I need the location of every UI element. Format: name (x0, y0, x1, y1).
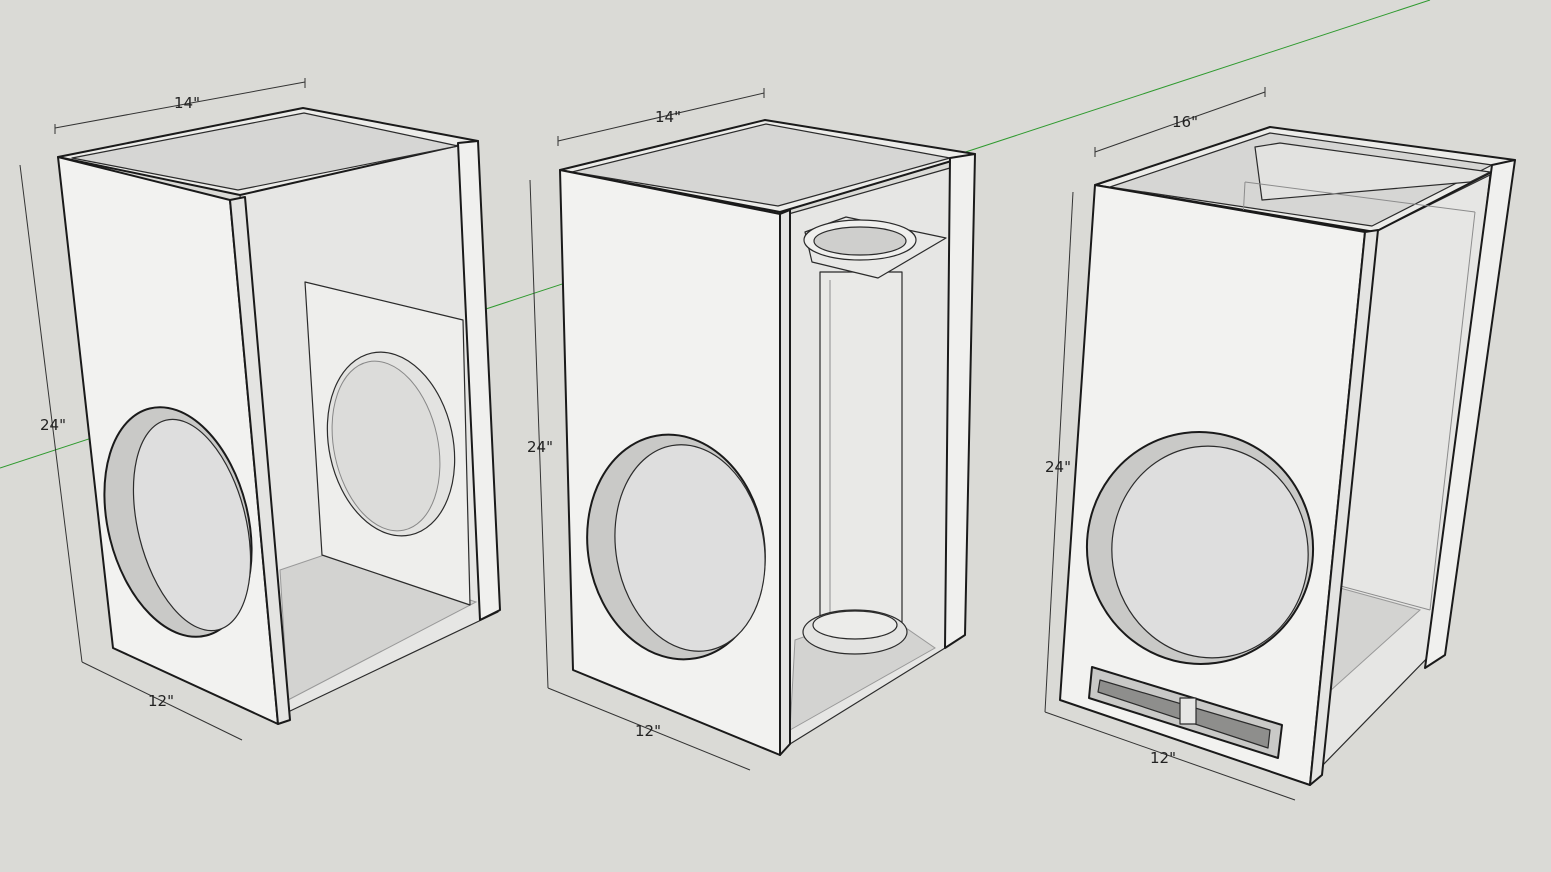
enclosure-1-depth-label: 12" (148, 692, 174, 710)
enclosure-3-depth-label: 12" (1150, 749, 1176, 767)
enclosure-2-height-label: 24" (527, 438, 553, 456)
enclosure-2-height-dim (529, 179, 549, 689)
enclosure-2-port-tube (819, 271, 903, 633)
enclosure-3-width-label: 16" (1172, 113, 1198, 131)
enclosure-2-depth-dim (547, 687, 751, 771)
enclosure-3-top-brace (1254, 142, 1491, 201)
enclosure-3-brace-line-b (1429, 211, 1476, 611)
enclosure-1-depth-dim (81, 661, 243, 741)
enclosure-3-depth-dim (1044, 711, 1296, 801)
enclosure-2-front-edge (779, 209, 791, 756)
enclosure-2-width-label: 14" (655, 108, 681, 126)
enclosure-3-front-edge (1309, 229, 1379, 786)
enclosure-3-slot-port-divider (1179, 697, 1197, 725)
enclosure-2-port-mouth-inner (813, 226, 907, 256)
enclosure-1[interactable]: 14" 24" 12" (19, 78, 501, 741)
enclosure-2-right-panel (944, 153, 976, 649)
enclosure-3-woofer-hole-inner (1111, 445, 1309, 659)
enclosure-1-height-label: 24" (40, 416, 66, 434)
enclosure-1-height-dim (19, 164, 83, 663)
enclosure-2-depth-label: 12" (635, 722, 661, 740)
enclosure-3-right-panel (1424, 159, 1516, 669)
enclosure-2-port-base-inner (812, 610, 898, 640)
enclosure-1-front-edge (229, 196, 291, 725)
enclosure-3-height-dim (1044, 191, 1074, 713)
enclosure-3-width-dim (1094, 91, 1266, 153)
enclosure-1-right-panel (457, 140, 501, 621)
enclosure-1-rear-cutout-inner (331, 360, 441, 532)
enclosure-1-width-dim (54, 81, 306, 129)
enclosure-3[interactable]: 16" 24" 12" (1044, 87, 1516, 801)
enclosure-1-port-hole-inner (132, 418, 252, 632)
enclosure-2-port-hole-inner (614, 444, 766, 652)
enclosure-1-width-label: 14" (174, 94, 200, 112)
enclosure-2[interactable]: 14" 24" 12" (527, 88, 976, 771)
enclosure-3-brace-line-c (1244, 181, 1476, 213)
enclosure-3-height-label: 24" (1045, 458, 1071, 476)
enclosure-2-width-dim (557, 92, 765, 142)
